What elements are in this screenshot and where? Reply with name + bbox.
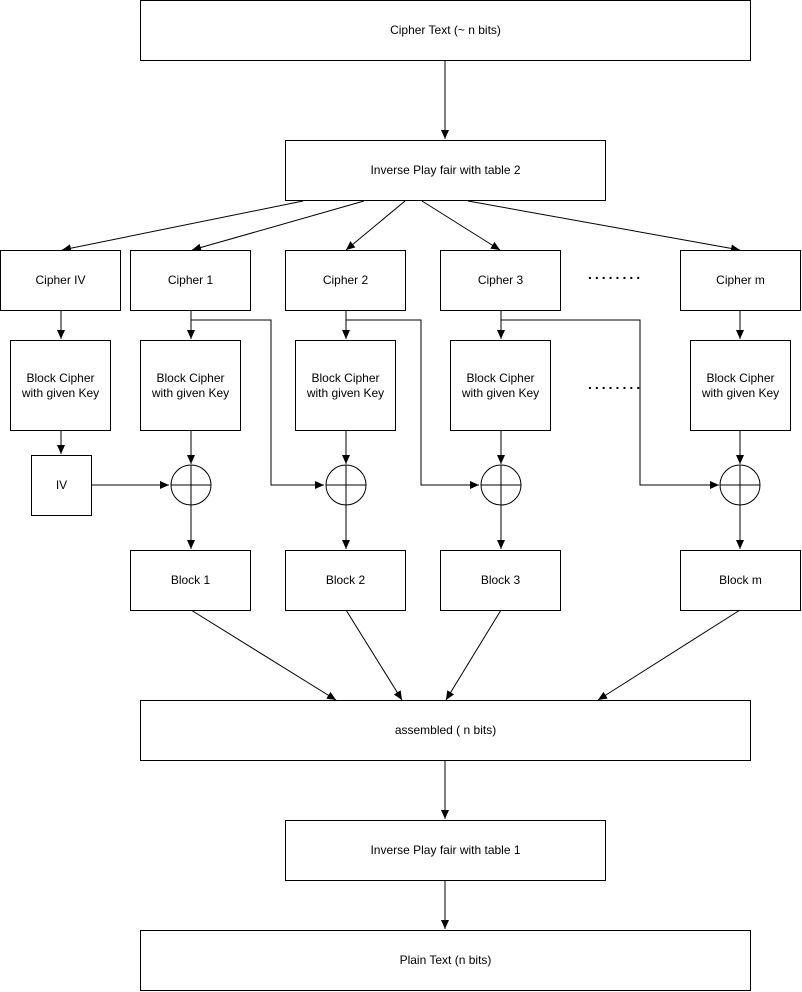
feed-cipher-2-to-xor-3: [346, 319, 479, 489]
feed-cipher-3-to-xor-m: [501, 319, 719, 489]
xor-symbol-3: [480, 464, 522, 506]
cipher-1-label: Cipher 1: [167, 273, 214, 287]
block-3-label: Block 3: [480, 573, 521, 587]
ellipsis-block-cipher-row: ........: [588, 376, 644, 392]
xor-symbol-1: [170, 464, 212, 506]
block-3-box: Block 3: [440, 550, 561, 611]
xor-symbol-m: [719, 464, 761, 506]
plain-text-box: Plain Text (n bits): [140, 930, 751, 991]
cipher-3-label: Cipher 3: [477, 273, 524, 287]
block-2-box: Block 2: [285, 550, 406, 611]
block-1-label: Block 1: [170, 573, 211, 587]
inverse-playfair-2-label: Inverse Play fair with table 2: [370, 163, 521, 177]
arrow-playfair2-to-cipher-3: [421, 200, 501, 251]
cipher-text-box: Cipher Text (~ n bits): [140, 0, 751, 61]
cipher-2-label: Cipher 2: [322, 273, 369, 287]
xor-symbol-2: [325, 464, 367, 506]
arrow-block-1-to-assembled: [190, 609, 337, 701]
inverse-playfair-1-label: Inverse Play fair with table 1: [370, 843, 521, 857]
cipher-iv-box: Cipher IV: [0, 250, 121, 311]
cipher-m-label: Cipher m: [716, 273, 765, 287]
ellipsis-cipher-row: ........: [588, 266, 644, 282]
arrow-playfair2-to-cipher-2: [345, 200, 406, 251]
block-2-label: Block 2: [325, 573, 366, 587]
plain-text-label: Plain Text (n bits): [399, 953, 492, 967]
arrow-block-m-to-assembled: [597, 609, 741, 701]
cipher-2-box: Cipher 2: [285, 250, 406, 311]
iv-label: IV: [55, 478, 68, 492]
feed-cipher-1-to-xor-2: [191, 319, 324, 489]
arrow-playfair2-to-cipher-m: [467, 200, 741, 253]
inverse-playfair-2-box: Inverse Play fair with table 2: [285, 140, 606, 201]
cipher-text-label: Cipher Text (~ n bits): [390, 23, 501, 37]
block-m-box: Block m: [680, 550, 801, 611]
assembled-box: assembled ( n bits): [140, 700, 751, 761]
arrow-playfair2-to-cipher-iv: [61, 200, 304, 253]
arrow-block-2-to-assembled: [345, 609, 403, 701]
iv-box: IV: [31, 455, 92, 516]
cipher-3-box: Cipher 3: [440, 250, 561, 311]
arrow-block-3-to-assembled: [445, 609, 502, 701]
cipher-1-box: Cipher 1: [130, 250, 251, 311]
arrow-playfair2-to-cipher-1: [191, 200, 365, 252]
assembled-label: assembled ( n bits): [394, 723, 497, 737]
inverse-playfair-1-box: Inverse Play fair with table 1: [285, 820, 606, 881]
cipher-m-box: Cipher m: [680, 250, 801, 311]
cipher-iv-label: Cipher IV: [35, 273, 86, 287]
block-1-box: Block 1: [130, 550, 251, 611]
block-m-label: Block m: [719, 573, 762, 587]
